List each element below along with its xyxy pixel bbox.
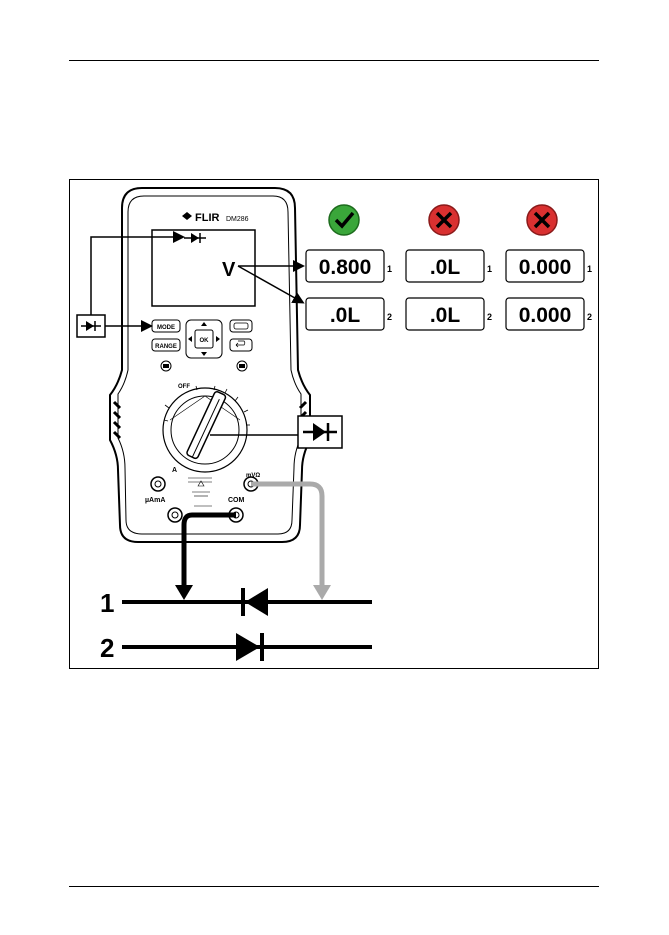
row-marker-1: 1 bbox=[387, 264, 392, 274]
reading-value: .0L bbox=[430, 256, 461, 279]
footer-rule bbox=[69, 886, 599, 887]
model-text: DM286 bbox=[226, 216, 249, 223]
mode-button-label: MODE bbox=[157, 325, 175, 331]
row-marker-2: 2 bbox=[387, 312, 392, 322]
circuit-label-1: 1 bbox=[100, 588, 114, 618]
reading-box-0-row1: 0.800 bbox=[306, 250, 384, 282]
camera-icon bbox=[239, 364, 245, 368]
com-terminal-label: COM bbox=[228, 497, 245, 504]
reading-value: .0L bbox=[430, 304, 461, 327]
row-marker-2: 2 bbox=[487, 312, 492, 322]
reading-box-2-row2: 0.000 bbox=[506, 298, 584, 330]
lcd-screen bbox=[152, 230, 255, 306]
row-marker-2: 2 bbox=[587, 312, 592, 322]
menu-button[interactable] bbox=[230, 320, 252, 332]
row-marker-1: 1 bbox=[587, 264, 592, 274]
range-button-label: RANGE bbox=[155, 344, 177, 350]
multimeter: FLIR DM286 V MODE RANGE OK bbox=[110, 188, 310, 542]
reading-value: 0.800 bbox=[319, 256, 372, 279]
reading-box-1-row1: .0L bbox=[406, 250, 484, 282]
reading-box-1-row2: .0L bbox=[406, 298, 484, 330]
uama-terminal-label: µAmA bbox=[145, 497, 165, 504]
diode-circuit-2 bbox=[122, 633, 372, 661]
flashlight-icon bbox=[163, 364, 169, 368]
reading-value: .0L bbox=[330, 304, 361, 327]
figure-canvas: FLIR DM286 V MODE RANGE OK bbox=[70, 180, 600, 670]
row-marker-1: 1 bbox=[487, 264, 492, 274]
reading-box-0-row2: .0L bbox=[306, 298, 384, 330]
diode-test-figure: FLIR DM286 V MODE RANGE OK bbox=[69, 179, 599, 669]
rotary-dial[interactable] bbox=[163, 388, 247, 472]
diode-circuit-1 bbox=[122, 588, 372, 616]
lcd-unit: V bbox=[222, 259, 236, 281]
dial-off-label: OFF bbox=[178, 384, 190, 390]
reading-box-2-row1: 0.000 bbox=[506, 250, 584, 282]
v-terminal-label: mVΩ bbox=[246, 473, 260, 479]
header-rule bbox=[69, 60, 599, 61]
reading-value: 0.000 bbox=[519, 304, 572, 327]
reading-value: 0.000 bbox=[519, 256, 572, 279]
circuit-label-2: 2 bbox=[100, 633, 114, 663]
status-icon-0 bbox=[329, 205, 359, 235]
black-lead-tip bbox=[175, 585, 193, 600]
status-icon-2 bbox=[527, 205, 557, 235]
red-lead-tip bbox=[313, 585, 331, 600]
ok-button-label[interactable]: OK bbox=[200, 338, 210, 344]
a-terminal-label: A bbox=[172, 467, 177, 474]
brand-text: FLIR bbox=[195, 212, 219, 224]
status-icon-1 bbox=[429, 205, 459, 235]
